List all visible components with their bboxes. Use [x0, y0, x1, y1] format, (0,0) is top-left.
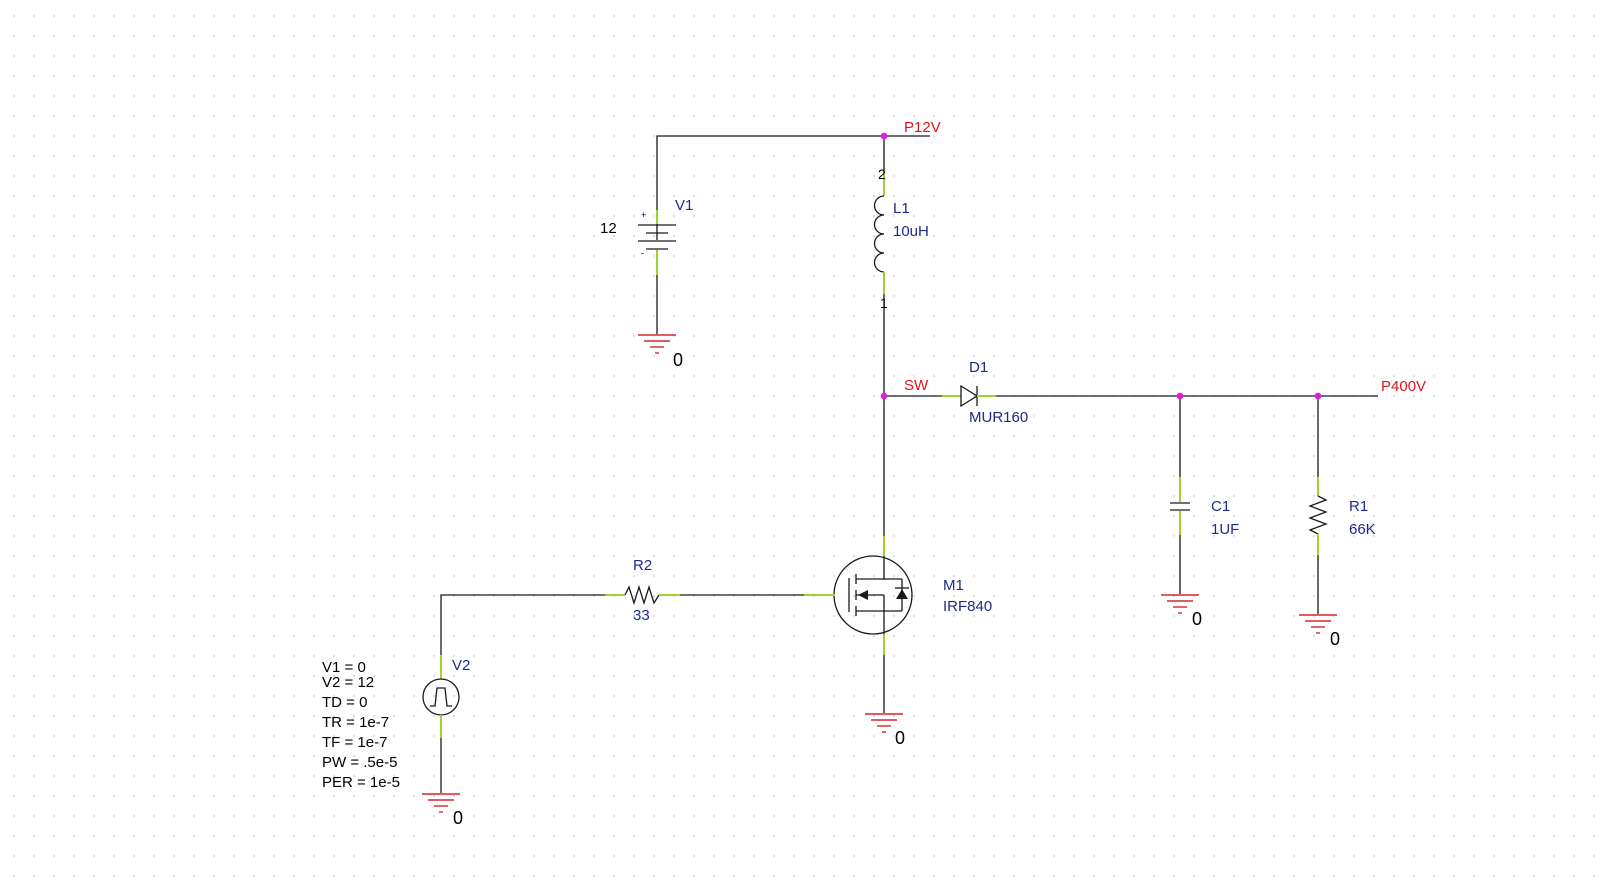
junction-c1[interactable] [1176, 392, 1184, 400]
junction-p12v[interactable] [880, 132, 888, 140]
v2-param: TF = 1e-7 [322, 734, 387, 751]
v2-param: PER = 1e-5 [322, 774, 400, 791]
v2-param: V2 = 12 [322, 674, 374, 691]
junction-r1[interactable] [1314, 392, 1322, 400]
r1-value: 66K [1349, 521, 1376, 538]
v1-plus-sign: + [641, 210, 646, 220]
m1-name: M1 [943, 577, 964, 594]
ground-label-v2: 0 [453, 808, 463, 828]
wire-p12v[interactable] [656, 135, 930, 240]
ground-label-r1: 0 [1330, 629, 1340, 649]
l1-name: L1 [893, 200, 910, 217]
ground-label-v1: 0 [673, 350, 683, 370]
ground-symbol-v2[interactable] [422, 793, 460, 813]
l1-pin1: 1 [880, 295, 888, 311]
c1-name: C1 [1211, 498, 1230, 515]
inductor-l1[interactable] [873, 170, 885, 294]
resistor-r2[interactable] [605, 584, 680, 606]
v2-param: V1 = 0 [322, 659, 366, 676]
diode-d1[interactable] [942, 384, 996, 408]
junction-sw[interactable] [880, 392, 888, 400]
dc-source-v1[interactable]: + - [638, 210, 676, 275]
ground-symbol-c1[interactable] [1161, 594, 1199, 614]
pulse-source-v2[interactable] [422, 655, 460, 738]
mosfet-m1[interactable] [804, 536, 913, 655]
d1-value: MUR160 [969, 409, 1028, 426]
l1-value: 10uH [893, 223, 929, 240]
ground-label-c1: 0 [1192, 609, 1202, 629]
v2-param: TD = 0 [322, 694, 367, 711]
ground-symbol-v1[interactable] [638, 334, 676, 354]
v1-value: 12 [600, 220, 617, 237]
v2-param: TR = 1e-7 [322, 714, 389, 731]
net-label-p400v[interactable]: P400V [1381, 378, 1426, 395]
v1-minus-sign: - [641, 248, 644, 258]
r1-name: R1 [1349, 498, 1368, 515]
net-label-p12v[interactable]: P12V [904, 119, 941, 136]
capacitor-c1[interactable] [1170, 477, 1190, 535]
v2-parameters: V1 = 0 V2 = 12 TD = 0 TR = 1e-7 TF = 1e-… [322, 659, 400, 791]
ground-label-m1: 0 [895, 728, 905, 748]
c1-value: 1UF [1211, 521, 1239, 538]
l1-pin2: 2 [878, 166, 886, 182]
v1-name: V1 [675, 197, 693, 214]
wire-gate-v2[interactable] [440, 594, 605, 655]
r2-name: R2 [633, 557, 652, 574]
ground-symbol-r1[interactable] [1299, 614, 1337, 634]
r2-value: 33 [633, 607, 650, 624]
net-label-sw[interactable]: SW [904, 377, 929, 394]
junctions [880, 132, 1322, 400]
m1-value: IRF840 [943, 598, 992, 615]
wires [440, 135, 1378, 793]
resistor-r1[interactable] [1308, 477, 1328, 555]
ground-symbol-m1[interactable] [865, 713, 903, 733]
v2-name: V2 [452, 657, 470, 674]
v2-param: PW = .5e-5 [322, 754, 397, 771]
d1-name: D1 [969, 359, 988, 376]
